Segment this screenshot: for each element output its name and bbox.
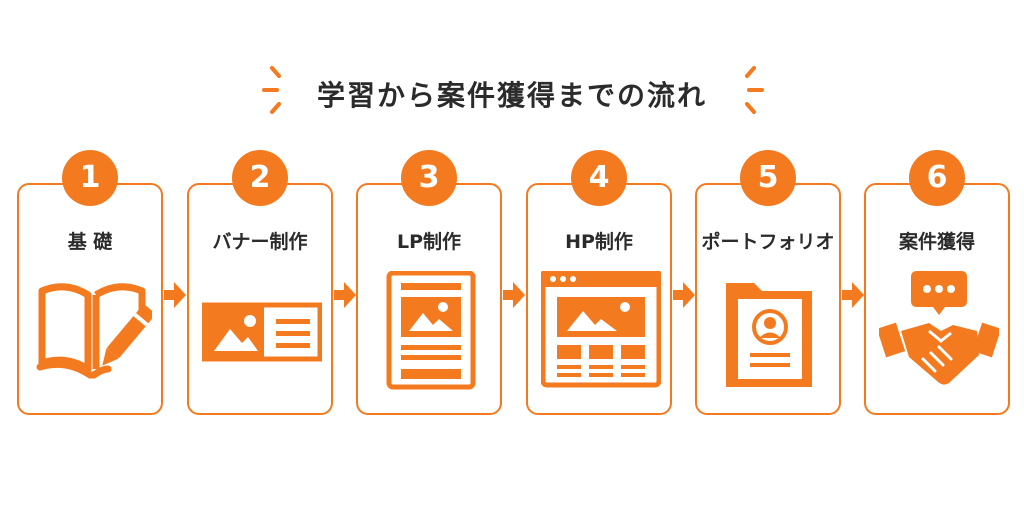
- step-label: 案件獲得: [898, 231, 975, 253]
- banner-image-icon: [202, 302, 322, 362]
- step-label: ポートフォリオ: [701, 231, 835, 253]
- step-card-5: ポートフォリオ: [695, 183, 841, 415]
- step-number-badge-5: 5: [740, 150, 796, 206]
- step-card-6: 案件獲得: [864, 183, 1010, 415]
- step-label: LP制作: [396, 231, 462, 253]
- step-card-4: HP制作: [526, 183, 672, 415]
- sparkle-left-icon: [262, 66, 281, 114]
- page-title: 学習から案件獲得までの流れ: [316, 79, 707, 112]
- step-label: 基 礎: [67, 231, 113, 253]
- portfolio-folder-icon: [726, 283, 812, 387]
- step-label: HP制作: [565, 231, 633, 253]
- open-book-pencil-icon: [36, 283, 152, 379]
- arrow-right-icon: [673, 282, 695, 308]
- step-card-3: LP制作: [356, 183, 502, 415]
- sparkle-right-icon: [745, 66, 764, 114]
- step-number-badge-3: 3: [401, 150, 457, 206]
- website-browser-icon: [541, 271, 661, 388]
- arrow-right-icon: [164, 282, 186, 308]
- step-number-badge-1: 1: [62, 150, 118, 206]
- step-card-1: 基 礎: [17, 183, 163, 415]
- step-number-badge-4: 4: [571, 150, 627, 206]
- arrow-right-icon: [842, 282, 864, 308]
- handshake-chat-icon: [879, 271, 999, 385]
- title-area: 学習から案件獲得までの流れ: [0, 62, 1024, 122]
- step-label: バナー制作: [212, 231, 308, 253]
- arrow-right-icon: [503, 282, 525, 308]
- landing-page-icon: [386, 271, 476, 390]
- step-number-badge-6: 6: [909, 150, 965, 206]
- arrow-right-icon: [334, 282, 356, 308]
- step-number-badge-2: 2: [232, 150, 288, 206]
- step-card-2: バナー制作: [187, 183, 333, 415]
